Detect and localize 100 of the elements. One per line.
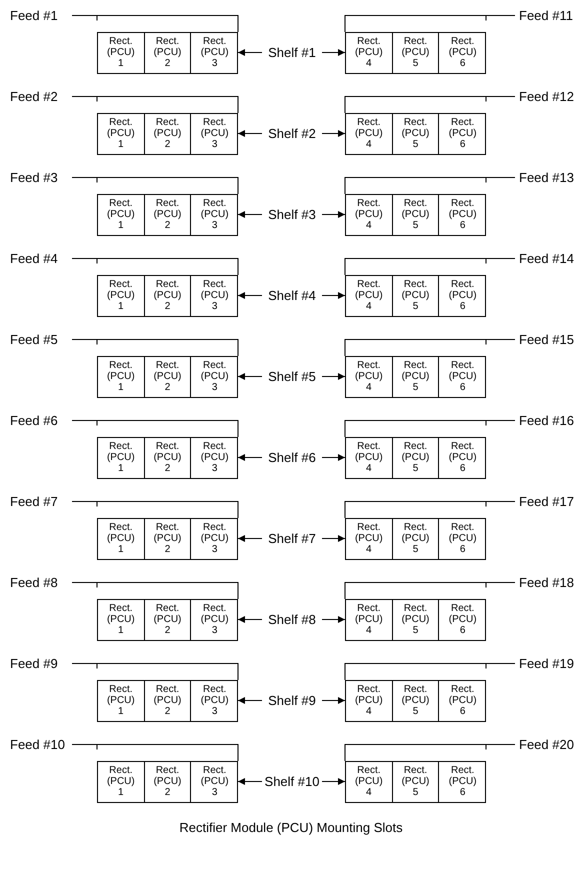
rectifier-slot: Rect. (PCU) 1 [98,438,145,478]
feed-line [344,177,516,194]
rectifier-slot: Rect. (PCU) 3 [191,519,238,559]
rectifier-slot: Rect. (PCU) 4 [346,195,393,235]
rectifier-slot: Rect. (PCU) 1 [98,33,145,73]
rectifier-slot: Rect. (PCU) 5 [392,762,440,802]
rectifier-shelf-box [345,518,486,560]
feed-label: Feed #13 [519,170,579,185]
rectifier-slot: Rect. (PCU) 5 [392,33,440,73]
rectifier-shelf-box [97,437,238,479]
feed-label: Feed #6 [10,413,68,428]
rectifier-slot: Rect. (PCU) 6 [439,762,486,802]
rectifier-slot: Rect. (PCU) 6 [439,195,486,235]
rectifier-slot: Rect. (PCU) 5 [392,114,440,154]
feed-line [72,177,238,194]
rectifier-slot: Rect. (PCU) 3 [191,438,238,478]
feed-line [72,663,238,680]
rectifier-slot: Rect. (PCU) 3 [191,195,238,235]
rectifier-shelf-box [97,761,238,803]
rectifier-slot: Rect. (PCU) 1 [98,681,145,721]
feed-line [72,339,238,356]
rectifier-slot: Rect. (PCU) 4 [346,33,393,73]
rectifier-slot: Rect. (PCU) 2 [144,762,192,802]
rectifier-shelf-box [97,113,238,155]
feed-label: Feed #18 [519,575,579,590]
rectifier-slot: Rect. (PCU) 2 [144,33,192,73]
feed-label: Feed #14 [519,251,579,266]
shelf-label: Shelf #10 [262,774,322,789]
feed-label: Feed #7 [10,494,68,509]
rectifier-shelf-box [345,113,486,155]
feed-label: Feed #5 [10,332,68,347]
rectifier-slot: Rect. (PCU) 2 [144,519,192,559]
rectifier-slot: Rect. (PCU) 3 [191,357,238,397]
feed-line [72,15,238,32]
rectifier-slot: Rect. (PCU) 6 [439,681,486,721]
feed-line [344,582,516,600]
rectifier-shelf-box [97,275,238,317]
rectifier-slot: Rect. (PCU) 1 [98,519,145,559]
feed-line [72,501,238,518]
shelf-label: Shelf #8 [262,612,322,627]
arrow [238,778,264,785]
feed-label: Feed #19 [519,656,579,671]
rectifier-slot: Rect. (PCU) 1 [98,276,145,316]
rectifier-slot: Rect. (PCU) 5 [392,438,440,478]
rectifier-shelf-box [345,356,486,398]
rectifier-slot: Rect. (PCU) 1 [98,195,145,235]
shelf-label: Shelf #9 [262,693,322,708]
rectifier-slot: Rect. (PCU) 3 [191,600,238,640]
rectifier-slot: Rect. (PCU) 2 [144,276,192,316]
feed-label: Feed #3 [10,170,68,185]
rectifier-slot: Rect. (PCU) 6 [439,114,486,154]
rectifier-slot: Rect. (PCU) 5 [392,681,440,721]
arrow [238,292,264,299]
arrow [238,373,264,380]
rectifier-slot: Rect. (PCU) 4 [346,600,393,640]
feed-line [72,258,238,276]
rectifier-slot: Rect. (PCU) 1 [98,357,145,397]
feed-line [344,663,516,680]
rectifier-slot: Rect. (PCU) 3 [191,762,238,802]
rectifier-shelf-box [97,356,238,398]
arrow [238,211,264,218]
rectifier-slot: Rect. (PCU) 5 [392,276,440,316]
rectifier-slot: Rect. (PCU) 4 [346,762,393,802]
rectifier-slot: Rect. (PCU) 2 [144,438,192,478]
arrow [238,130,264,137]
rectifier-shelf-box [345,599,486,641]
feed-label: Feed #20 [519,737,579,752]
rectifier-shelf-box [345,275,486,317]
feed-label: Feed #10 [10,737,68,752]
rectifier-slot: Rect. (PCU) 4 [346,681,393,721]
rectifier-slot: Rect. (PCU) 2 [144,600,192,640]
feed-label: Feed #8 [10,575,68,590]
rectifier-shelf-box [97,599,238,641]
feed-label: Feed #2 [10,89,68,104]
feed-label: Feed #1 [10,8,68,23]
feed-line [344,420,516,438]
rectifier-shelf-box [345,32,486,74]
rectifier-slot: Rect. (PCU) 2 [144,357,192,397]
rectifier-slot: Rect. (PCU) 3 [191,276,238,316]
shelf-label: Shelf #3 [262,207,322,222]
rectifier-shelf-box [345,680,486,722]
feed-line [344,501,516,518]
shelf-label: Shelf #1 [262,45,322,60]
caption: Rectifier Module (PCU) Mounting Slots [178,820,404,835]
rectifier-slot: Rect. (PCU) 4 [346,276,393,316]
rectifier-shelf-box [345,194,486,236]
feed-label: Feed #15 [519,332,579,347]
rectifier-slot: Rect. (PCU) 4 [346,438,393,478]
rectifier-slot: Rect. (PCU) 2 [144,681,192,721]
feed-line [344,339,516,356]
rectifier-slot: Rect. (PCU) 6 [439,600,486,640]
feed-label: Feed #11 [519,8,579,23]
rectifier-shelf-box [345,437,486,479]
rectifier-slot: Rect. (PCU) 6 [439,33,486,73]
arrow [238,49,264,56]
shelf-label: Shelf #7 [262,531,322,546]
feed-line [72,96,238,114]
rectifier-slot: Rect. (PCU) 5 [392,600,440,640]
rectifier-slot: Rect. (PCU) 2 [144,195,192,235]
rectifier-slot: Rect. (PCU) 1 [98,600,145,640]
